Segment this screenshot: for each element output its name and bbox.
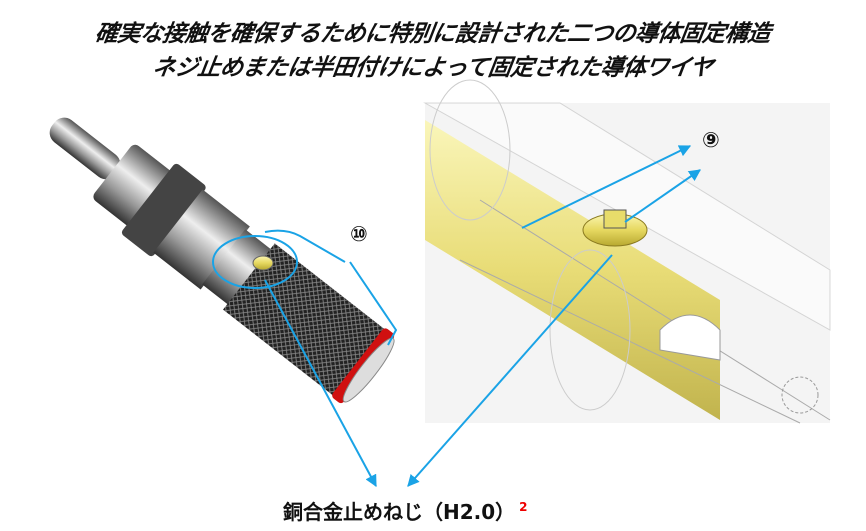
callout-9: ⑨ — [702, 128, 720, 152]
caption-text: 銅合金止めねじ（H2.0） — [283, 500, 516, 524]
rca-connector-image — [49, 117, 395, 404]
callout-10: ⑩ — [350, 222, 368, 246]
cutaway-image — [423, 79, 831, 424]
bracket-line — [264, 229, 398, 346]
footnote-marker: 2 — [519, 500, 528, 515]
caption: 銅合金止めねじ（H2.0）2 — [283, 496, 528, 525]
highlight-ellipse — [212, 235, 298, 289]
callout-arrows — [264, 145, 701, 488]
